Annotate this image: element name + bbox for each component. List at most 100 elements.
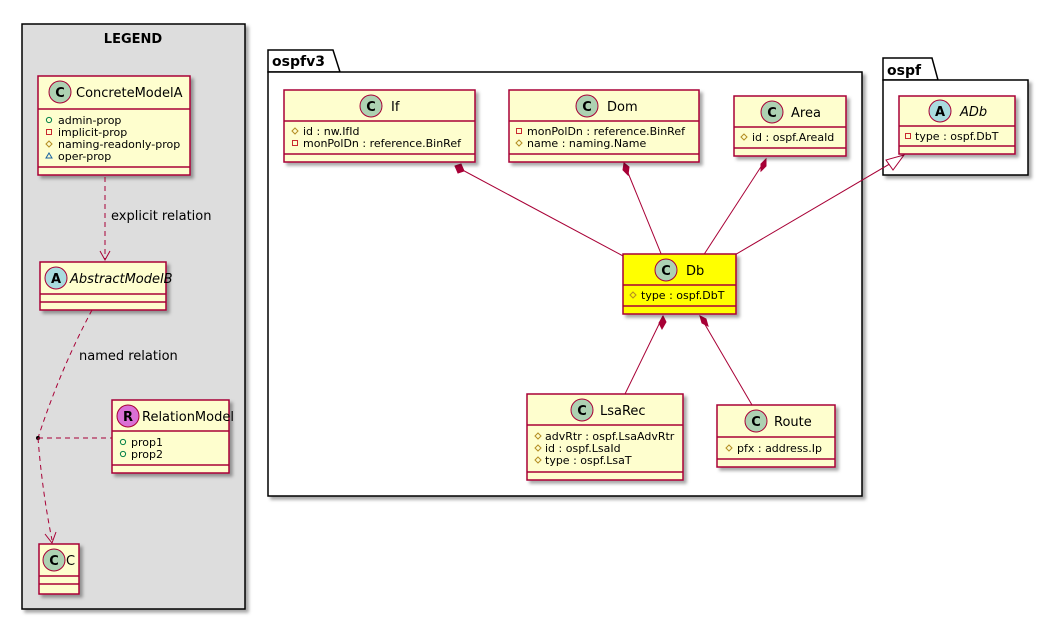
class-attr: type : ospf.DbT xyxy=(641,289,725,302)
legend-title: LEGEND xyxy=(104,32,163,47)
abstract-badge-letter: A xyxy=(51,272,61,287)
class-name: Area xyxy=(791,106,821,121)
abstract-badge-letter: A xyxy=(935,105,945,120)
class-badge-icon xyxy=(359,94,383,118)
class-badge-letter: C xyxy=(366,100,376,115)
explicit-relation-edge: explicit relation xyxy=(99,177,211,262)
protected-visibility-icon xyxy=(515,139,523,147)
composition-edge xyxy=(623,162,663,257)
class-route[interactable]: C Route pfx : address.Ip xyxy=(716,404,836,468)
public-visibility-icon xyxy=(45,116,53,124)
public-visibility-icon xyxy=(119,438,127,446)
package-label: ospf xyxy=(887,63,922,79)
class-attr: pfx : address.Ip xyxy=(737,442,822,455)
legend-concrete-class[interactable]: C ConcreteModelA admin-prop implicit-pro… xyxy=(37,75,191,176)
class-name: AbstractModelB xyxy=(69,272,173,287)
class-name: If xyxy=(391,100,400,115)
class-badge-letter: C xyxy=(661,264,671,279)
public-visibility-icon xyxy=(119,450,127,458)
class-attr: monPolDn : reference.BinRef xyxy=(303,137,462,150)
class-attr: admin-prop xyxy=(58,114,121,127)
protected-visibility-icon xyxy=(534,456,542,464)
protected-visibility-icon xyxy=(534,432,542,440)
protected-visibility-icon xyxy=(534,444,542,452)
class-badge-icon xyxy=(654,258,678,282)
class-name: ConcreteModelA xyxy=(76,86,183,101)
class-badge-letter: C xyxy=(582,100,592,115)
legend-target-class[interactable]: C C xyxy=(38,543,80,595)
class-dom[interactable]: C Dom monPolDn : reference.BinRef name :… xyxy=(508,89,700,163)
private-visibility-icon xyxy=(516,128,522,134)
abstract-badge-icon xyxy=(928,99,952,123)
class-attr: type : ospf.LsaT xyxy=(545,454,632,467)
protected-visibility-icon xyxy=(629,291,637,299)
class-badge-letter: C xyxy=(767,106,777,121)
class-name: C xyxy=(66,554,75,569)
private-visibility-icon xyxy=(46,129,52,135)
class-attr: id : nw.IfId xyxy=(303,125,360,138)
legend-panel: LEGEND C ConcreteModelA admin-prop impli… xyxy=(21,23,246,610)
generalization-arrow-icon xyxy=(885,154,906,171)
relation-badge-icon xyxy=(116,404,140,428)
protected-visibility-icon xyxy=(45,140,53,148)
composition-diamond-icon xyxy=(699,315,709,327)
class-area[interactable]: C Area id : ospf.AreaId xyxy=(733,95,847,157)
composition-diamond-icon xyxy=(454,163,465,174)
legend-relation-model[interactable]: R RelationModel prop1 prop2 xyxy=(111,399,234,474)
composition-edge xyxy=(454,165,626,258)
class-badge-icon xyxy=(744,409,768,433)
abstract-badge-icon xyxy=(44,266,68,290)
class-name: LsaRec xyxy=(600,404,646,419)
generalization-edge xyxy=(732,161,894,257)
class-badge-letter: C xyxy=(751,415,761,430)
class-badge-icon xyxy=(575,94,599,118)
class-attr: advRtr : ospf.LsaAdvRtr xyxy=(545,430,675,443)
class-badge-icon xyxy=(48,80,72,104)
class-name: Dom xyxy=(607,100,638,115)
class-name: Route xyxy=(774,415,812,430)
class-attr: monPolDn : reference.BinRef xyxy=(527,125,686,138)
composition-edge xyxy=(702,158,767,257)
protected-visibility-icon xyxy=(740,133,748,141)
private-visibility-icon xyxy=(292,140,298,146)
class-attr: type : ospf.DbT xyxy=(915,130,999,143)
class-badge-letter: C xyxy=(577,404,587,419)
class-badge-icon xyxy=(760,100,784,124)
composition-diamond-icon xyxy=(658,314,667,331)
protected-visibility-icon xyxy=(291,127,299,135)
class-attr: oper-prop xyxy=(58,150,111,163)
package-label: ospfv3 xyxy=(272,54,325,70)
class-name: ADb xyxy=(959,105,987,120)
class-badge-icon xyxy=(42,548,66,572)
class-attr: implicit-prop xyxy=(58,126,127,139)
class-badge-letter: C xyxy=(49,554,59,569)
composition-edge xyxy=(624,315,664,395)
class-db[interactable]: C Db type : ospf.DbT xyxy=(622,253,737,315)
explicit-relation-label: explicit relation xyxy=(111,209,211,224)
named-relation-label: named relation xyxy=(79,349,178,364)
class-lsarec[interactable]: C LsaRec advRtr : ospf.LsaAdvRtr id : os… xyxy=(526,393,684,481)
class-badge-letter: C xyxy=(55,86,65,101)
class-attr: id : ospf.AreaId xyxy=(752,131,834,144)
composition-edge xyxy=(699,315,753,406)
legend-abstract-class[interactable]: A AbstractModelB xyxy=(39,261,173,311)
composition-diamond-icon xyxy=(760,157,767,173)
relations xyxy=(454,154,906,406)
class-name: RelationModel xyxy=(142,410,234,425)
class-badge-icon xyxy=(570,398,594,422)
composition-diamond-icon xyxy=(622,162,630,177)
class-adb[interactable]: A ADb type : ospf.DbT xyxy=(898,95,1016,155)
class-if[interactable]: C If id : nw.IfId monPolDn : reference.B… xyxy=(283,89,476,163)
class-attr: name : naming.Name xyxy=(527,137,647,150)
relation-badge-letter: R xyxy=(123,410,133,425)
protected-visibility-icon xyxy=(725,444,733,452)
package-visibility-icon xyxy=(45,152,53,159)
class-attr: prop1 xyxy=(131,436,163,449)
class-name: Db xyxy=(686,264,704,279)
private-visibility-icon xyxy=(905,133,911,139)
class-attr: prop2 xyxy=(131,448,163,461)
class-attr: naming-readonly-prop xyxy=(58,138,180,151)
class-attr: id : ospf.LsaId xyxy=(545,442,621,455)
named-relation-edge: named relation xyxy=(36,309,178,545)
